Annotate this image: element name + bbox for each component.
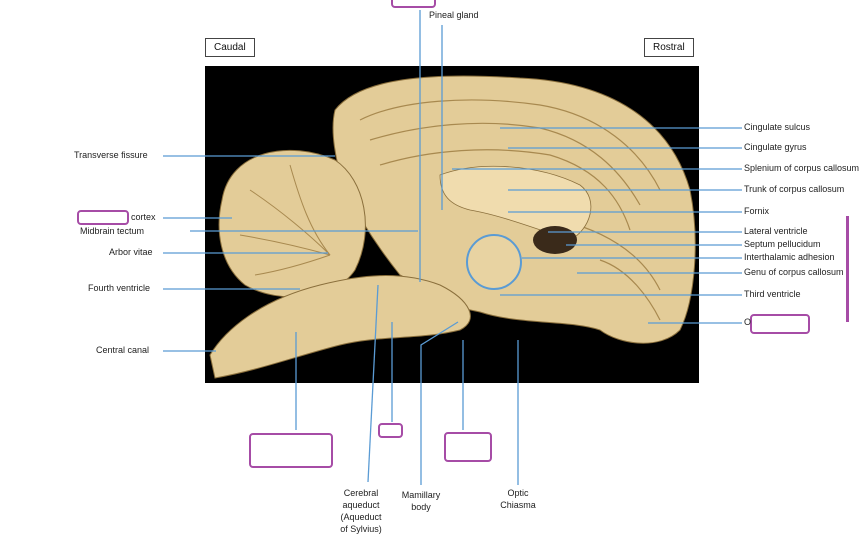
- label-midbrain-tectum: Midbrain tectum: [80, 226, 145, 236]
- label-mamillary-body: Mamillary body: [401, 490, 441, 512]
- label-cingulate-gyrus: Cingulate gyrus: [744, 142, 807, 152]
- label-fornix: Fornix: [744, 206, 770, 216]
- label-cortex: cortex: [131, 212, 156, 222]
- label-transverse-fissure: Transverse fissure: [74, 150, 148, 160]
- label-arbor-vitae: Arbor vitae: [109, 247, 153, 257]
- label-optic-chiasma: Optic Chiasma: [500, 488, 536, 510]
- lateral-ventricle-area: [533, 226, 577, 254]
- rostral-label: Rostral: [644, 38, 694, 57]
- label-cingulate-sulcus: Cingulate sulcus: [744, 122, 811, 132]
- label-pineal-gland: Pineal gland: [429, 10, 479, 20]
- label-cerebral-aqueduct: Cerebral aqueduct (Aqueduct of Sylvius): [340, 488, 382, 534]
- label-genu: Genu of corpus callosum: [744, 267, 844, 277]
- label-lateral-ventricle: Lateral ventricle: [744, 226, 808, 236]
- label-splenium: Splenium of corpus callosum: [744, 163, 860, 173]
- label-trunk: Trunk of corpus callosum: [744, 184, 845, 194]
- brainstem: [209, 275, 471, 379]
- caudal-label: Caudal: [205, 38, 255, 57]
- blank-box-top[interactable]: [391, 0, 436, 8]
- thalamus-circle: [466, 234, 522, 290]
- label-o: O: [744, 317, 752, 327]
- label-septum-pellucidum: Septum pellucidum: [744, 239, 821, 249]
- blank-box-brainstem[interactable]: [249, 433, 333, 468]
- label-central-canal: Central canal: [96, 345, 150, 355]
- blank-box-cortex[interactable]: [77, 210, 129, 225]
- blank-box-small[interactable]: [378, 423, 403, 438]
- label-fourth-ventricle: Fourth ventricle: [88, 283, 151, 293]
- blank-box-pituitary[interactable]: [444, 432, 492, 462]
- label-interthalamic-adhesion: Interthalamic adhesion: [744, 252, 835, 262]
- label-third-ventricle: Third ventricle: [744, 289, 801, 299]
- blank-box-right-edge[interactable]: [846, 216, 856, 322]
- blank-box-right-o[interactable]: [750, 314, 810, 334]
- cerebellum: [218, 149, 366, 298]
